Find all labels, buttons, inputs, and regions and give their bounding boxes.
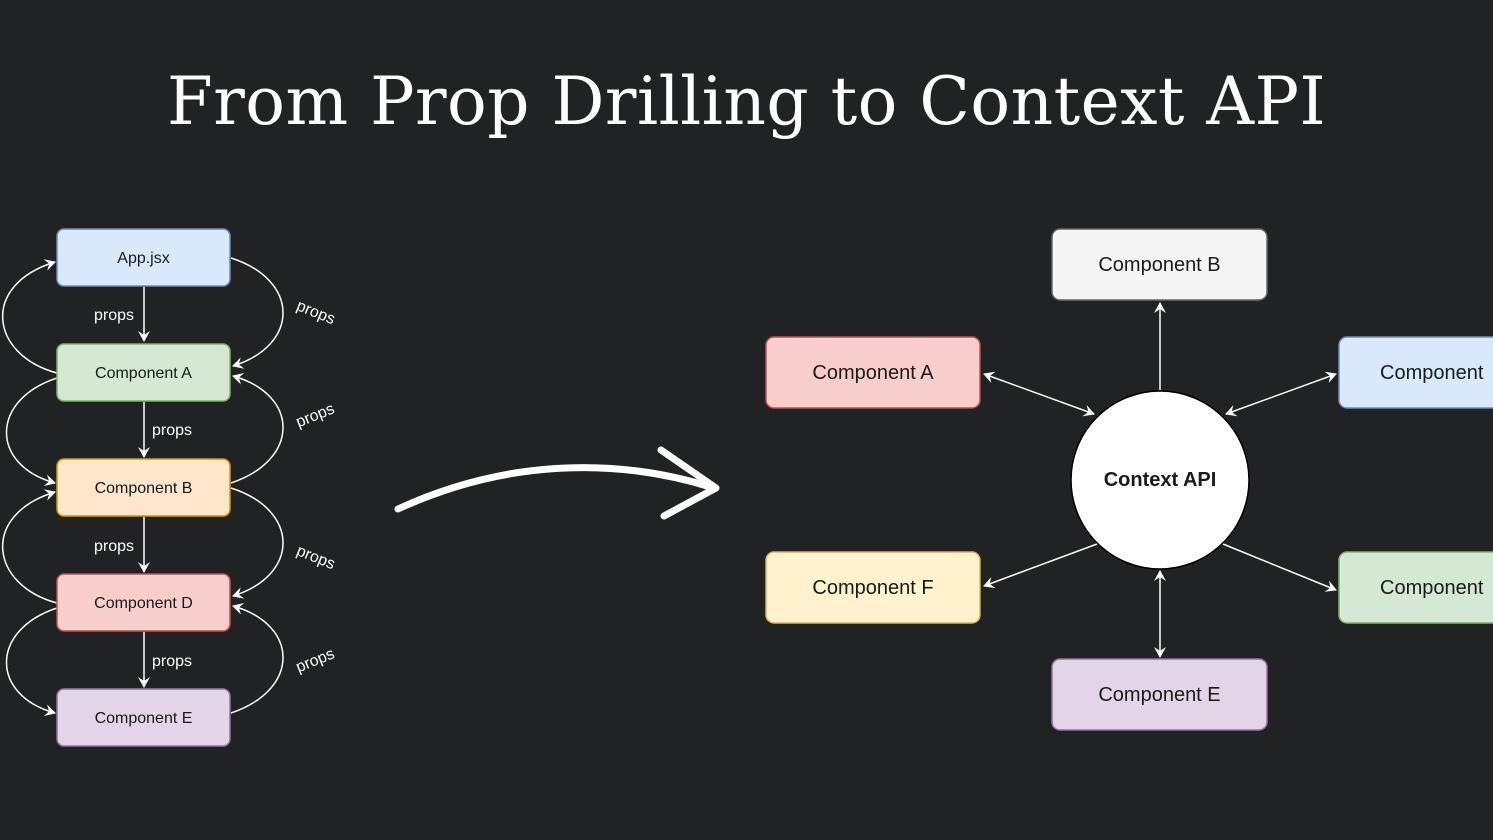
edge-label: props (94, 307, 134, 324)
ctx-node-component-f: Component F (765, 551, 981, 624)
node-label: Component (1380, 577, 1484, 599)
curve-left-a-b (5, 377, 58, 487)
context-api-diagram: Context API Component B Component A Comp… (765, 228, 1493, 731)
edge-context-c (1225, 371, 1337, 417)
edge-label: props (94, 538, 134, 555)
context-api-node: Context API (1070, 390, 1250, 570)
node-label: Component F (812, 577, 933, 599)
edge-label: props (294, 645, 337, 676)
edge-context-to-f (983, 543, 1098, 589)
prop-drilling-diagram: props props props props props props prop… (1, 228, 337, 747)
transition-arrow-icon (394, 446, 720, 520)
curve-right-b-a (230, 372, 284, 484)
curve-right-b-d (230, 487, 284, 599)
edge-label: props (294, 297, 337, 328)
page-title: From Prop Drilling to Context API (166, 63, 1327, 140)
curve-left-d-b (1, 489, 58, 604)
curve-left-d-e (5, 607, 58, 717)
context-api-label: Context API (1104, 469, 1217, 491)
edge-label: props (294, 542, 337, 573)
edge-context-a (983, 371, 1095, 417)
node-label: Component D (94, 595, 193, 612)
edge-label: props (152, 422, 192, 439)
edge-label: props (152, 653, 192, 670)
node-component-a: Component A (56, 343, 231, 402)
node-component-d: Component D (56, 573, 231, 632)
node-app-jsx: App.jsx (56, 228, 231, 287)
ctx-node-component-a: Component A (765, 336, 981, 409)
edge-label: props (294, 400, 337, 431)
edge-context-to-g (1222, 543, 1337, 592)
ctx-node-component-c: Component (1338, 336, 1493, 409)
curve-right-app-a (230, 257, 284, 369)
curve-right-e-d (230, 602, 284, 714)
node-label: Component B (1098, 254, 1220, 276)
node-label: Component A (812, 362, 934, 384)
node-label: Component (1380, 362, 1484, 384)
node-component-b: Component B (56, 458, 231, 517)
ctx-node-component-g: Component (1338, 551, 1493, 624)
ctx-node-component-b: Component B (1051, 228, 1268, 301)
node-label: App.jsx (117, 250, 169, 267)
node-component-e: Component E (56, 688, 231, 747)
node-label: Component E (1098, 684, 1220, 706)
curve-left-a-app (1, 259, 58, 374)
node-label: Component B (95, 480, 193, 497)
ctx-node-component-e: Component E (1051, 658, 1268, 731)
node-label: Component A (95, 365, 192, 382)
node-label: Component E (95, 710, 193, 727)
